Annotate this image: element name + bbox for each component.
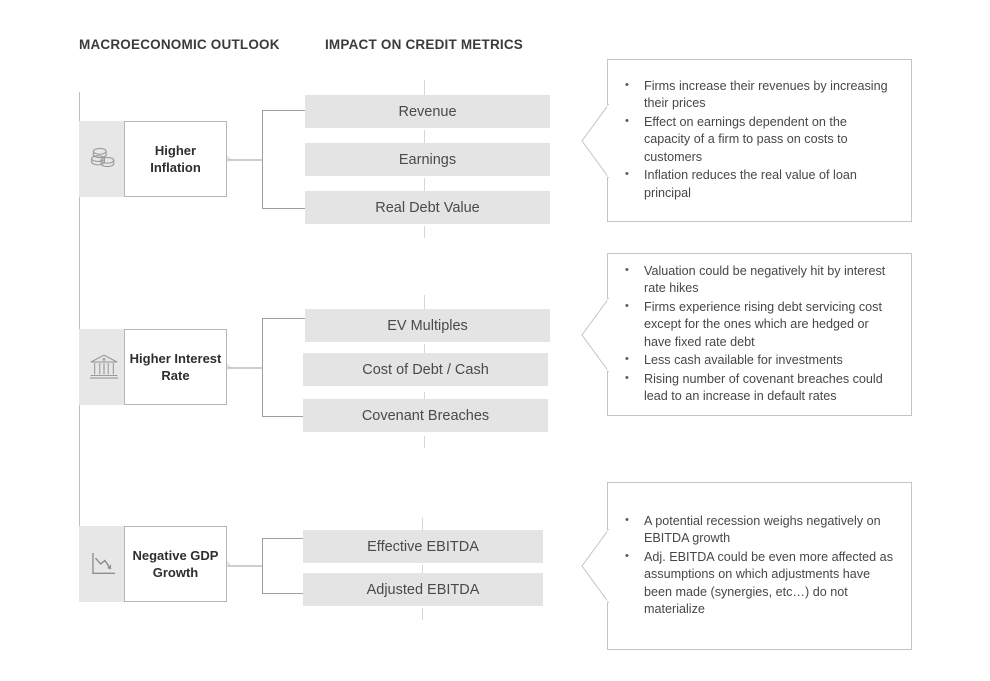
- metric-label: Revenue: [398, 103, 457, 120]
- bracket-connector-group-3: [228, 538, 310, 594]
- metric-guide-segment: [422, 518, 423, 531]
- driver-label-box: Higher Inflation: [124, 121, 227, 197]
- driver-label: Higher Interest Rate: [129, 351, 222, 383]
- metric-guide-segment: [424, 295, 425, 310]
- metric-guide-segment: [424, 436, 425, 448]
- column-heading-macroeconomic-outlook: MACROECONOMIC OUTLOOK: [79, 37, 280, 52]
- callout-bullet: Less cash available for investments: [625, 351, 893, 370]
- bracket-vertical: [262, 110, 263, 209]
- column-heading-impact-on-credit-metrics: IMPACT ON CREDIT METRICS: [324, 37, 524, 52]
- metric-label: Covenant Breaches: [361, 407, 490, 424]
- metric-bar-earnings[interactable]: Earnings: [305, 143, 550, 176]
- callout-negative-gdp-growth: A potential recession weighs negatively …: [581, 482, 912, 650]
- metric-bar-adjusted-ebitda[interactable]: Adjusted EBITDA: [303, 573, 543, 606]
- metric-bar-ev-multiples[interactable]: EV Multiples: [305, 309, 550, 342]
- metric-label: Effective EBITDA: [367, 538, 479, 555]
- callout-bullet: Inflation reduces the real value of loan…: [625, 166, 893, 202]
- metric-bar-cost-of-debt-cash[interactable]: Cost of Debt / Cash: [303, 353, 548, 386]
- metric-bar-revenue[interactable]: Revenue: [305, 95, 550, 128]
- metric-label: EV Multiples: [387, 317, 468, 334]
- callout-bullet-list: Firms increase their revenues by increas…: [608, 77, 911, 204]
- metric-label: Earnings: [398, 151, 457, 168]
- callout-bullet: A potential recession weighs negatively …: [625, 512, 893, 548]
- bracket-connector-group-2: [228, 318, 310, 417]
- callout-bullet: Firms experience rising debt servicing c…: [625, 298, 893, 352]
- metric-guide-segment: [424, 130, 425, 144]
- callout-bullet-list: Valuation could be negatively hit by int…: [608, 262, 911, 407]
- driver-label: Higher Inflation: [150, 143, 201, 175]
- bracket-arm-top: [262, 318, 309, 319]
- metric-guide-segment: [424, 344, 425, 358]
- bracket-arm-bottom: [262, 208, 309, 209]
- bracket-arm-bottom: [262, 593, 309, 594]
- bracket-stem: [228, 367, 262, 368]
- bracket-arm-top: [262, 110, 309, 111]
- metric-bar-covenant-breaches[interactable]: Covenant Breaches: [303, 399, 548, 432]
- callout-bullet: Rising number of covenant breaches could…: [625, 370, 893, 406]
- bracket-stem: [228, 565, 262, 567]
- callout-bullet: Effect on earnings dependent on the capa…: [625, 113, 893, 167]
- callout-bullet: Valuation could be negatively hit by int…: [625, 262, 893, 298]
- bracket-stem: [228, 159, 262, 160]
- bracket-arm-bottom: [262, 416, 309, 417]
- bracket-connector-group-1: [228, 110, 310, 209]
- callout-higher-inflation: Firms increase their revenues by increas…: [581, 59, 912, 222]
- callout-higher-interest-rate: Valuation could be negatively hit by int…: [581, 253, 912, 416]
- bracket-vertical: [262, 318, 263, 417]
- callout-bullet: Firms increase their revenues by increas…: [625, 77, 893, 113]
- callout-bullet-list: A potential recession weighs negatively …: [608, 512, 911, 620]
- left-spine-line: [79, 92, 80, 564]
- metric-label: Cost of Debt / Cash: [362, 361, 489, 378]
- metric-guide-segment: [424, 80, 425, 95]
- metric-guide-segment: [422, 565, 423, 579]
- metric-label: Adjusted EBITDA: [366, 581, 480, 598]
- driver-label: Negative GDP Growth: [132, 548, 219, 580]
- callout-arrow-icon: [581, 103, 609, 178]
- callout-bullet: Adj. EBITDA could be even more affected …: [625, 548, 893, 619]
- bracket-arm-top: [262, 538, 309, 539]
- bracket-vertical: [262, 538, 263, 594]
- metric-bar-effective-ebitda[interactable]: Effective EBITDA: [303, 530, 543, 563]
- metric-guide-segment: [424, 178, 425, 192]
- callout-arrow-icon: [581, 529, 609, 603]
- driver-label-box: Negative GDP Growth: [124, 526, 227, 602]
- metric-label: Real Debt Value: [375, 199, 480, 216]
- metric-bar-real-debt-value[interactable]: Real Debt Value: [305, 191, 550, 224]
- metric-guide-segment: [424, 226, 425, 238]
- driver-label-box: Higher Interest Rate: [124, 329, 227, 405]
- callout-arrow-icon: [581, 297, 609, 372]
- metric-guide-segment: [422, 608, 423, 620]
